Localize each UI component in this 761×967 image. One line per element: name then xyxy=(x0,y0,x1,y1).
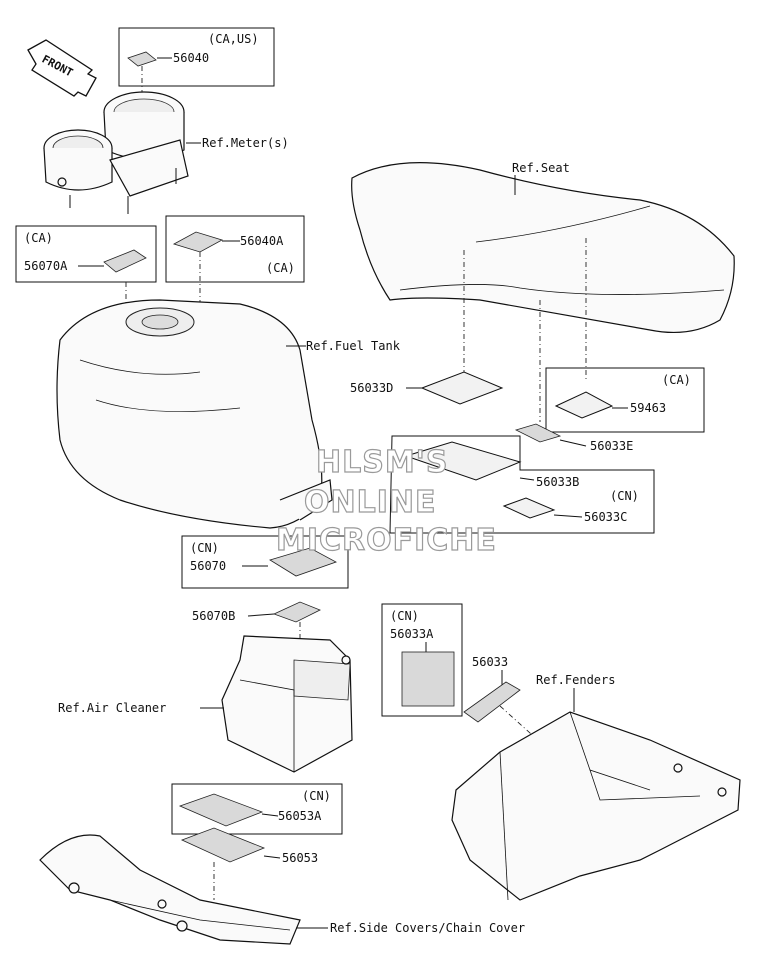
callout-box-59463 xyxy=(545,367,705,433)
region-cn-1: (CN) xyxy=(610,489,639,503)
label-56053a-group: (CN) 56053A xyxy=(171,783,343,835)
part-56053a: 56053A xyxy=(278,809,322,823)
part-56033b: 56033B xyxy=(536,475,579,489)
watermark: HLSM'S ONLINE MICROFICHE xyxy=(275,444,497,558)
region-ca-2: (CA) xyxy=(266,261,295,275)
decal-56040a[interactable] xyxy=(172,231,224,253)
rear-fender[interactable] xyxy=(451,711,741,901)
watermark-line-2: ONLINE xyxy=(304,485,437,520)
part-56070b: 56070B xyxy=(192,609,235,623)
part-56040: 56040 xyxy=(173,51,209,65)
callout-box-56040 xyxy=(118,27,275,87)
ref-fuel-tank: Ref.Fuel Tank xyxy=(306,339,401,353)
decal-56033[interactable] xyxy=(463,681,521,723)
region-ca-us: (CA,US) xyxy=(208,32,259,46)
region-cn-2: (CN) xyxy=(190,541,219,555)
decal-59463[interactable] xyxy=(554,391,614,419)
label-56070-group: (CN) 56070 xyxy=(181,535,349,589)
callout-box-56033a xyxy=(381,603,463,717)
label-59463-group: (CA) 59463 xyxy=(545,367,705,433)
part-56053: 56053 xyxy=(282,851,318,865)
label-56040a-group: 56040A (CA) xyxy=(165,215,305,345)
region-cn-3: (CN) xyxy=(390,609,419,623)
decal-56070[interactable] xyxy=(269,547,337,577)
chain-cover[interactable] xyxy=(39,834,301,945)
decal-56033d[interactable] xyxy=(420,371,504,405)
decal-56033a[interactable] xyxy=(401,651,455,707)
ref-side-covers: Ref.Side Covers/Chain Cover xyxy=(330,921,525,935)
region-ca-3: (CA) xyxy=(662,373,691,387)
part-56033: 56033 xyxy=(472,655,508,669)
part-56040a: 56040A xyxy=(240,234,284,248)
ref-fenders: Ref.Fenders xyxy=(536,673,615,687)
part-59463: 59463 xyxy=(630,401,666,415)
meter-assembly[interactable] xyxy=(43,91,189,214)
region-cn-4: (CN) xyxy=(302,789,331,803)
decal-56040[interactable] xyxy=(127,51,157,67)
callout-box-56053a xyxy=(171,783,343,835)
decal-56033c[interactable] xyxy=(502,497,556,519)
part-56033a: 56033A xyxy=(390,627,434,641)
part-56070a: 56070A xyxy=(24,259,68,273)
front-arrow-icon: FRONT xyxy=(27,39,97,97)
part-56033c: 56033C xyxy=(584,510,627,524)
seat[interactable] xyxy=(351,162,735,334)
decal-56070a[interactable] xyxy=(103,249,147,273)
ref-meter: Ref.Meter(s) xyxy=(202,136,289,150)
part-56070: 56070 xyxy=(190,559,226,573)
callout-box-56040a xyxy=(165,215,305,283)
ref-seat: Ref.Seat xyxy=(512,161,570,175)
decal-56053[interactable] xyxy=(180,827,266,863)
watermark-line-3: MICROFICHE xyxy=(276,523,497,558)
air-cleaner[interactable] xyxy=(221,635,353,773)
region-ca-1: (CA) xyxy=(24,231,53,245)
part-56033e: 56033E xyxy=(590,439,633,453)
decal-56070b[interactable] xyxy=(272,601,321,623)
label-56070a-group: (CA) 56070A xyxy=(15,225,157,305)
part-56033d: 56033D xyxy=(350,381,393,395)
decal-56033e[interactable] xyxy=(514,423,562,443)
watermark-line-1: HLSM'S xyxy=(316,445,448,480)
callout-box-56070 xyxy=(181,535,349,589)
decal-56053a[interactable] xyxy=(178,793,264,827)
callout-box-56070a xyxy=(15,225,157,283)
label-56033b-group: 56033B (CN) 56033C xyxy=(389,435,655,534)
fuel-tank[interactable] xyxy=(56,299,333,529)
decal-56033b[interactable] xyxy=(404,441,522,481)
ref-air-cleaner: Ref.Air Cleaner xyxy=(58,701,166,715)
label-56033a-group: (CN) 56033A xyxy=(381,603,463,717)
